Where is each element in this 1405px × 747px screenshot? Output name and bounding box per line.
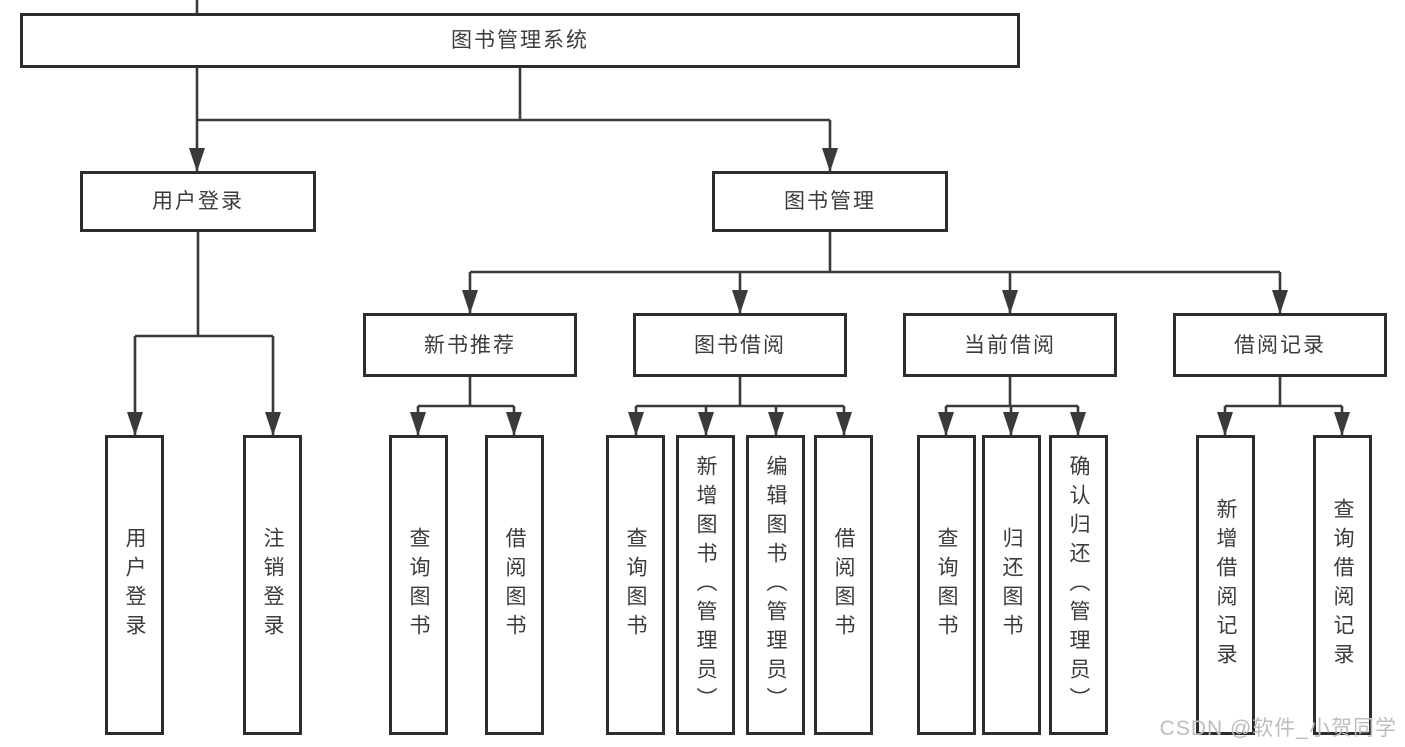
node-root-system: 图书管理系统 bbox=[20, 13, 1020, 68]
node-book-management-module: 图书管理 bbox=[712, 171, 948, 232]
node-book-borrow: 图书借阅 bbox=[633, 313, 847, 377]
node-borrow-records: 借阅记录 bbox=[1173, 313, 1387, 377]
node-new-book-recommend: 新书推荐 bbox=[363, 313, 577, 377]
node-borrow-books-recommend: 借阅图书 bbox=[485, 435, 544, 735]
node-query-books-current: 查询图书 bbox=[917, 435, 976, 735]
node-return-book: 归还图书 bbox=[982, 435, 1041, 735]
node-borrow-books-leaf: 借阅图书 bbox=[814, 435, 873, 735]
node-user-login-leaf: 用户登录 bbox=[105, 435, 164, 735]
watermark: CSDN @软件_小贺同学 bbox=[1159, 717, 1397, 740]
node-logout-leaf: 注销登录 bbox=[243, 435, 302, 735]
node-add-book-admin: 新增图书（管理员） bbox=[676, 435, 735, 735]
node-add-borrow-record: 新增借阅记录 bbox=[1196, 435, 1255, 735]
node-edit-book-admin: 编辑图书（管理员） bbox=[746, 435, 805, 735]
node-user-login-module: 用户登录 bbox=[80, 171, 316, 232]
node-query-books-recommend: 查询图书 bbox=[389, 435, 448, 735]
node-query-borrow-record: 查询借阅记录 bbox=[1313, 435, 1372, 735]
node-confirm-return-admin: 确认归还（管理员） bbox=[1049, 435, 1108, 735]
node-current-borrow: 当前借阅 bbox=[903, 313, 1117, 377]
node-query-books-borrow: 查询图书 bbox=[606, 435, 665, 735]
